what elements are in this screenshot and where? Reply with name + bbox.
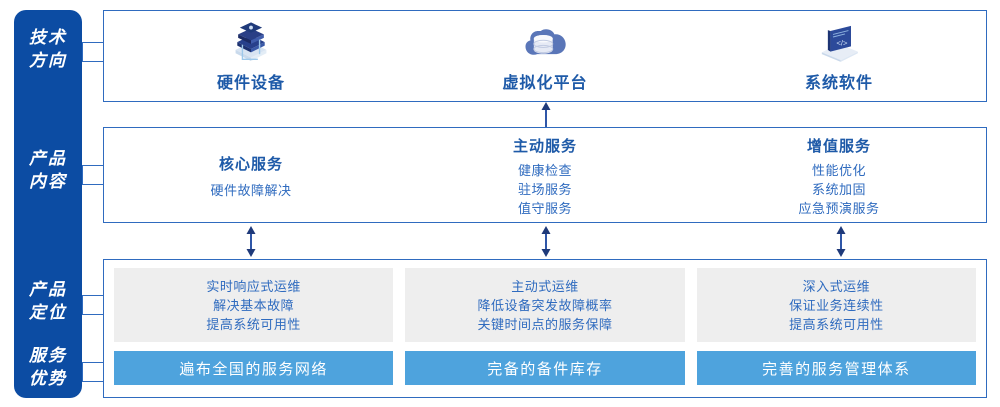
rail-label-service-advantage: 服务 优势 xyxy=(14,344,82,390)
content-item: 性能优化 xyxy=(811,162,866,178)
svg-text:</>: </> xyxy=(836,39,848,48)
connector-elbow-position xyxy=(82,295,105,315)
position-line: 保证业务连续性 xyxy=(789,297,884,313)
advantage-bar-row: 遍布全国的服务网络 完备的备件库存 完善的服务管理体系 xyxy=(114,351,976,385)
position-line: 提高系统可用性 xyxy=(206,316,301,332)
server-stack-icon xyxy=(235,22,267,61)
arrow-content-to-bottom-3 xyxy=(834,226,848,257)
rail-label-line2: 方向 xyxy=(29,51,67,70)
content-item: 值守服务 xyxy=(517,200,572,216)
position-line: 降低设备突发故障概率 xyxy=(477,297,613,313)
arrow-content-to-bottom-2 xyxy=(539,226,553,257)
connector-elbow-advantage xyxy=(82,362,105,382)
section-product-content: 核心服务 硬件故障解决 主动服务 健康检查 驻场服务 值守服务 增值服务 性能优… xyxy=(103,127,987,223)
tech-column-software: </> 系统软件 xyxy=(692,11,986,101)
rail-label-line1: 产品 xyxy=(29,149,67,168)
arrow-tech-to-content xyxy=(539,102,553,127)
rail-label-line1: 产品 xyxy=(29,280,67,299)
arrow-content-to-bottom-1 xyxy=(244,226,258,257)
rail-label-line1: 技术 xyxy=(29,28,67,47)
connector-elbow-tech xyxy=(82,42,105,62)
advantage-bar-spare-parts: 完备的备件库存 xyxy=(405,351,685,385)
rail-label-product-content: 产品 内容 xyxy=(14,147,82,193)
content-column-proactive-service: 主动服务 健康检查 驻场服务 值守服务 xyxy=(398,128,692,222)
advantage-bar-management-system: 完善的服务管理体系 xyxy=(696,351,976,385)
tech-label-virtualization: 虚拟化平台 xyxy=(502,75,588,92)
content-column-core-service: 核心服务 硬件故障解决 xyxy=(104,128,398,222)
position-line: 提高系统可用性 xyxy=(789,316,884,332)
left-category-rail xyxy=(14,10,82,398)
position-card-proactive: 主动式运维 降低设备突发故障概率 关键时间点的服务保障 xyxy=(405,268,685,342)
rail-label-line2: 内容 xyxy=(29,172,67,191)
rail-label-line2: 优势 xyxy=(29,369,67,388)
position-line: 解决基本故障 xyxy=(213,297,295,313)
tech-label-hardware: 硬件设备 xyxy=(216,75,285,92)
content-title-proactive: 主动服务 xyxy=(512,137,577,155)
section-position-and-advantage: 实时响应式运维 解决基本故障 提高系统可用性 主动式运维 降低设备突发故障概率 … xyxy=(103,259,987,398)
content-item: 驻场服务 xyxy=(517,181,572,197)
tech-column-hardware: 硬件设备 xyxy=(104,11,398,101)
connector-elbow-content xyxy=(82,165,105,185)
rail-label-line1: 服务 xyxy=(29,346,67,365)
position-card-realtime: 实时响应式运维 解决基本故障 提高系统可用性 xyxy=(114,268,394,342)
content-title-value-added: 增值服务 xyxy=(806,137,871,155)
position-line: 实时响应式运维 xyxy=(206,278,301,294)
position-line: 深入式运维 xyxy=(802,278,871,294)
tech-label-software: 系统软件 xyxy=(804,75,873,92)
position-line: 主动式运维 xyxy=(511,278,579,294)
position-line: 关键时间点的服务保障 xyxy=(477,316,613,332)
content-item: 硬件故障解决 xyxy=(210,182,292,198)
content-item: 应急预演服务 xyxy=(798,200,880,216)
advantage-bar-service-network: 遍布全国的服务网络 xyxy=(114,351,394,385)
content-item: 系统加固 xyxy=(811,181,866,197)
rail-label-product-position: 产品 定位 xyxy=(14,278,82,324)
content-column-value-added-service: 增值服务 性能优化 系统加固 应急预演服务 xyxy=(692,128,986,222)
laptop-code-icon: </> xyxy=(821,25,858,62)
content-title-core: 核心服务 xyxy=(218,155,283,173)
content-item: 健康检查 xyxy=(517,162,572,178)
rail-label-line2: 定位 xyxy=(29,303,67,322)
rail-label-tech-direction: 技术 方向 xyxy=(14,26,82,72)
position-card-row: 实时响应式运维 解决基本故障 提高系统可用性 主动式运维 降低设备突发故障概率 … xyxy=(114,268,976,342)
tech-column-virtualization: 虚拟化平台 xyxy=(398,11,692,101)
position-card-indepth: 深入式运维 保证业务连续性 提高系统可用性 xyxy=(696,268,976,342)
cloud-database-icon xyxy=(525,29,566,55)
section-tech-direction: 硬件设备 虚拟化平台 xyxy=(103,10,987,102)
